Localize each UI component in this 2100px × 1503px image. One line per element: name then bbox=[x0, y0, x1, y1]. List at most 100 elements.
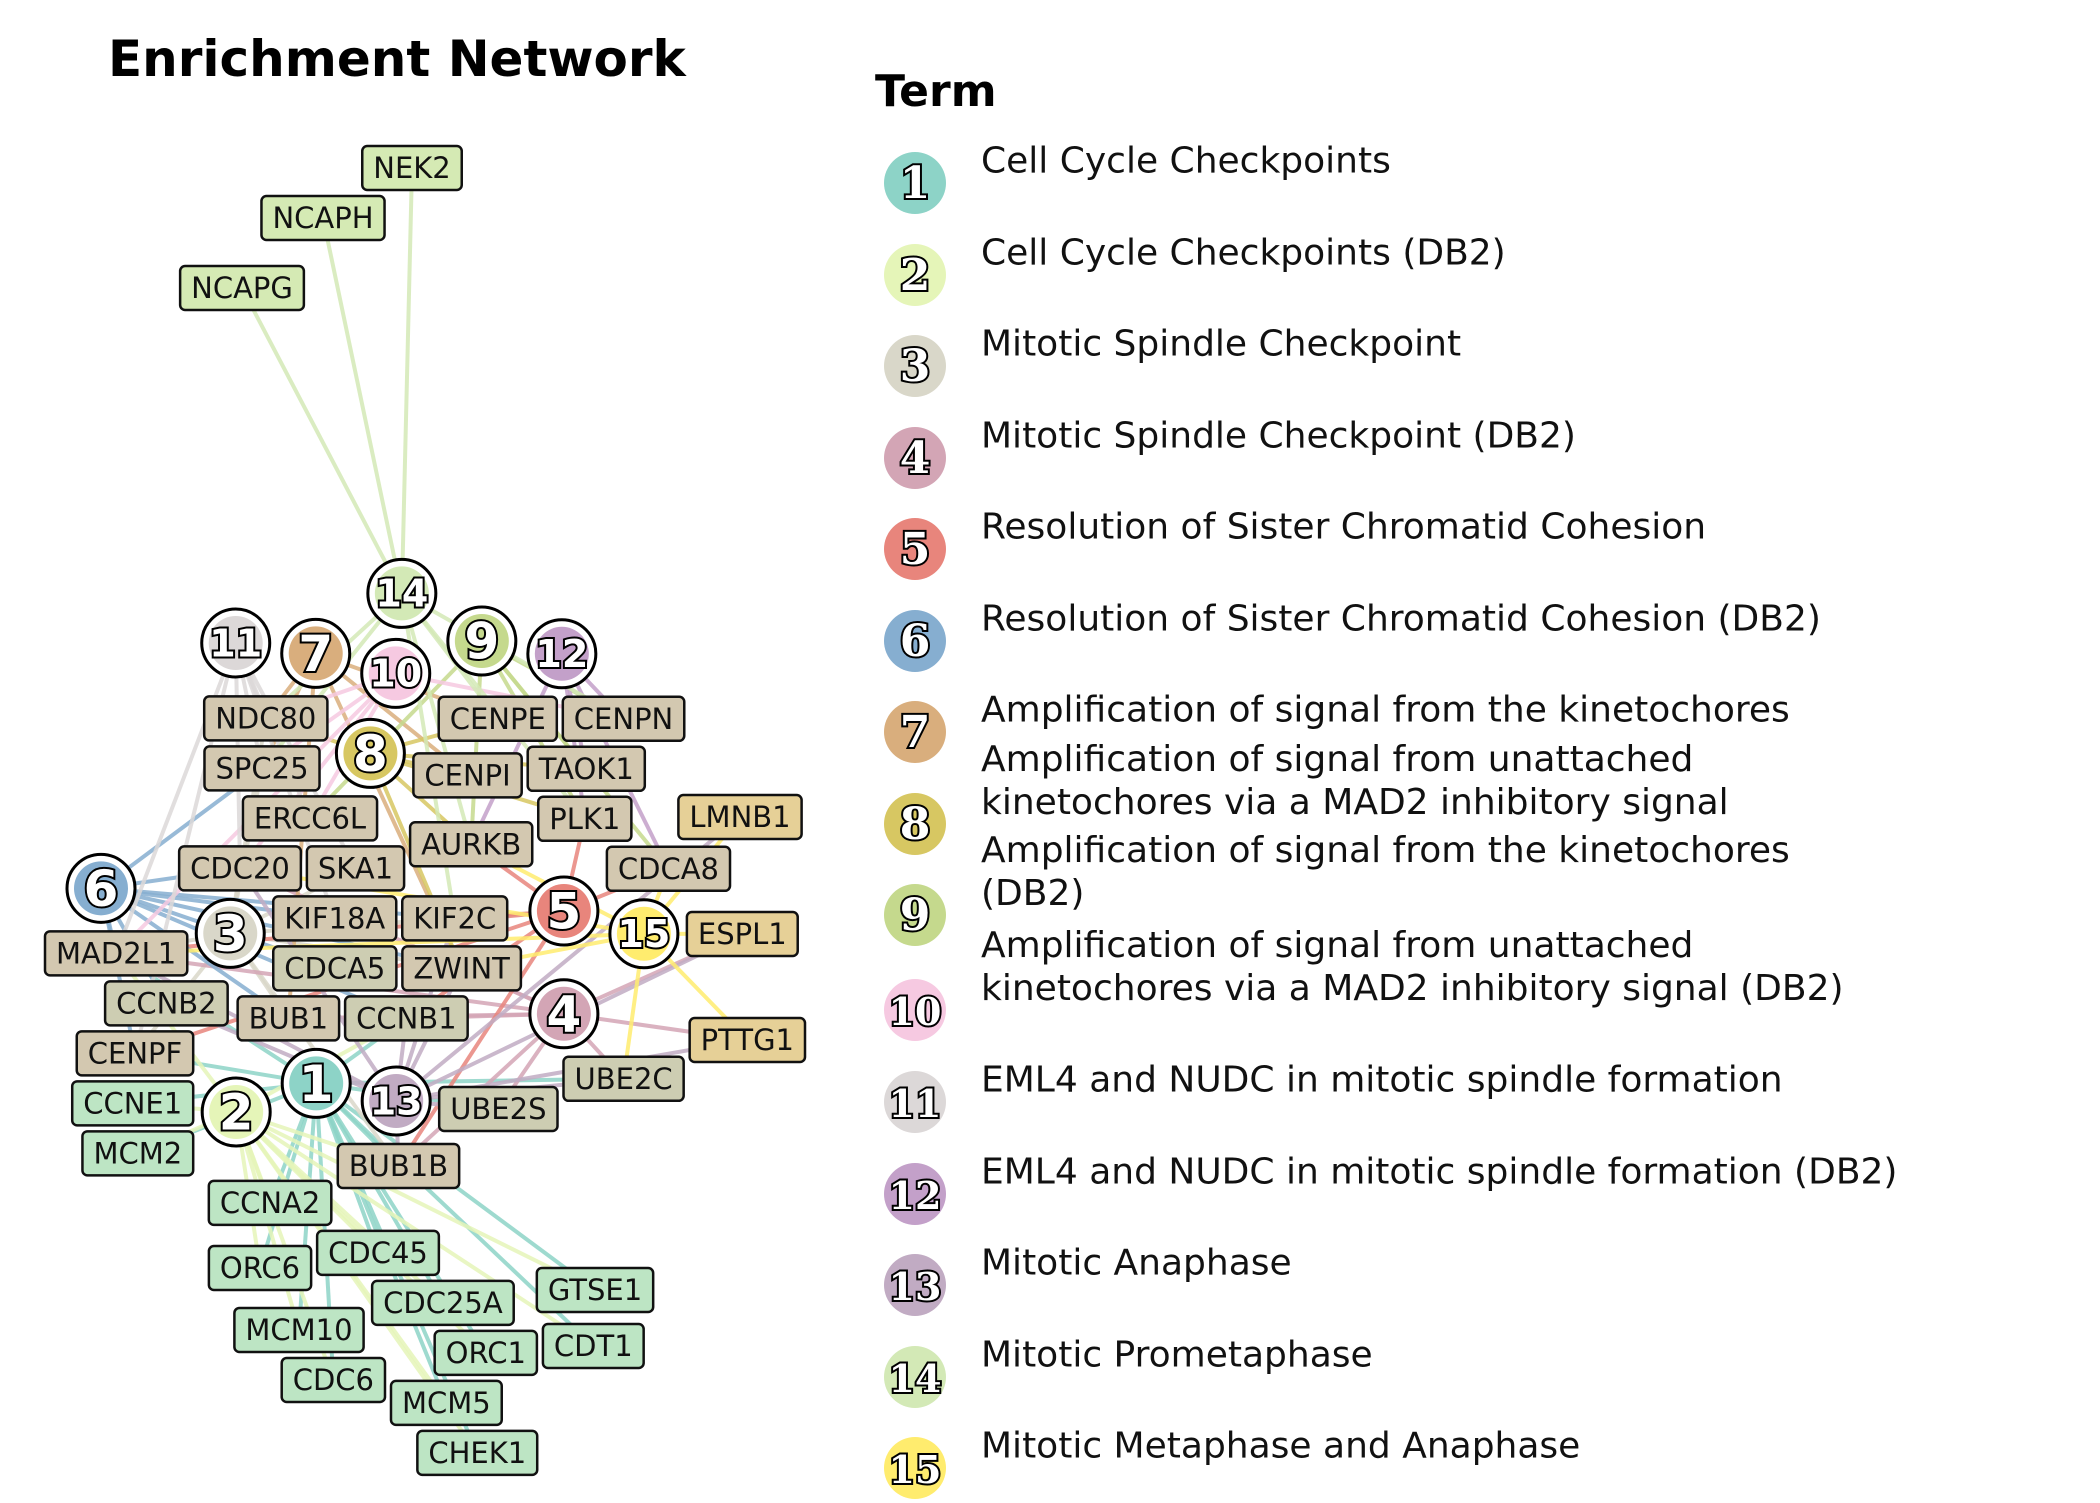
gene-label: CDCA8 bbox=[618, 852, 719, 886]
gene-node[interactable]: ERCC6L bbox=[243, 796, 377, 840]
gene-node[interactable]: NEK2 bbox=[362, 146, 461, 190]
legend-swatch: 10 bbox=[870, 975, 960, 1045]
gene-node[interactable]: LMNB1 bbox=[678, 795, 801, 839]
legend-swatch: 3 bbox=[870, 331, 960, 401]
gene-label: CDCA5 bbox=[284, 951, 385, 985]
gene-node[interactable]: BUB1 bbox=[238, 996, 339, 1040]
gene-node[interactable]: CENPF bbox=[77, 1031, 193, 1075]
gene-label: NDC80 bbox=[215, 701, 316, 735]
term-node-9[interactable]: 9 bbox=[448, 607, 516, 675]
term-node-8[interactable]: 8 bbox=[336, 719, 404, 787]
term-node-7[interactable]: 7 bbox=[282, 619, 350, 687]
legend-label: Amplification of signal from unattached … bbox=[981, 924, 2081, 1010]
legend-number: 14 bbox=[889, 1356, 942, 1401]
gene-node[interactable]: KIF2C bbox=[402, 896, 507, 940]
gene-node[interactable]: PTTG1 bbox=[690, 1018, 805, 1062]
legend-swatch: 15 bbox=[870, 1433, 960, 1503]
gene-label: NCAPG bbox=[191, 271, 293, 305]
term-node-3[interactable]: 3 bbox=[196, 899, 264, 967]
term-node-number: 5 bbox=[546, 883, 581, 941]
gene-label: CENPI bbox=[424, 758, 510, 792]
gene-label: UBE2S bbox=[450, 1092, 546, 1126]
legend-number: 15 bbox=[889, 1447, 942, 1492]
gene-node[interactable]: AURKB bbox=[410, 822, 532, 866]
gene-node[interactable]: CDC45 bbox=[317, 1231, 439, 1275]
gene-node[interactable]: KIF18A bbox=[273, 896, 396, 940]
gene-node[interactable]: PLK1 bbox=[538, 797, 631, 841]
legend-swatch: 11 bbox=[870, 1067, 960, 1137]
legend-number: 5 bbox=[900, 524, 931, 575]
gene-node[interactable]: CDC6 bbox=[282, 1358, 385, 1402]
gene-label: AURKB bbox=[421, 827, 521, 861]
gene-label: ORC6 bbox=[220, 1251, 300, 1285]
gene-node[interactable]: CCNA2 bbox=[209, 1181, 331, 1225]
legend-swatch: 2 bbox=[870, 240, 960, 310]
gene-node[interactable]: NCAPG bbox=[180, 266, 304, 310]
gene-label: CCNB1 bbox=[356, 1001, 457, 1035]
gene-node[interactable]: CCNB2 bbox=[105, 981, 228, 1025]
term-node-5[interactable]: 5 bbox=[530, 877, 598, 945]
gene-node[interactable]: UBE2C bbox=[564, 1057, 684, 1101]
legend-number: 8 bbox=[900, 799, 931, 850]
legend-label: Mitotic Metaphase and Anaphase bbox=[981, 1425, 2081, 1468]
gene-node[interactable]: MCM10 bbox=[234, 1308, 363, 1352]
term-node-12[interactable]: 12 bbox=[528, 620, 596, 688]
term-node-10[interactable]: 10 bbox=[362, 639, 430, 707]
gene-label: CDC20 bbox=[190, 851, 290, 885]
gene-label: UBE2C bbox=[575, 1062, 673, 1096]
gene-label: KIF2C bbox=[413, 901, 496, 935]
gene-node[interactable]: ORC1 bbox=[435, 1331, 537, 1375]
gene-label: ERCC6L bbox=[254, 801, 366, 835]
gene-node[interactable]: CHEK1 bbox=[417, 1431, 537, 1475]
gene-label: CCNB2 bbox=[116, 986, 217, 1020]
term-node-1[interactable]: 1 bbox=[282, 1049, 350, 1117]
term-node-number: 6 bbox=[84, 860, 119, 918]
gene-node[interactable]: SPC25 bbox=[204, 746, 319, 790]
gene-node[interactable]: CDCA5 bbox=[273, 946, 396, 990]
legend-number: 13 bbox=[889, 1264, 942, 1309]
term-node-11[interactable]: 11 bbox=[202, 609, 270, 677]
gene-node[interactable]: CDT1 bbox=[543, 1324, 644, 1368]
gene-label: CDC25A bbox=[383, 1286, 503, 1320]
term-node-6[interactable]: 6 bbox=[67, 854, 135, 922]
gene-node[interactable]: CDC25A bbox=[372, 1281, 514, 1325]
gene-node[interactable]: MCM5 bbox=[391, 1381, 502, 1425]
gene-node[interactable]: SKA1 bbox=[307, 846, 404, 890]
term-node-number: 11 bbox=[209, 621, 262, 665]
gene-node[interactable]: UBE2S bbox=[439, 1087, 557, 1131]
gene-node[interactable]: CENPE bbox=[439, 697, 557, 741]
term-node-15[interactable]: 15 bbox=[610, 900, 678, 968]
gene-node[interactable]: ORC6 bbox=[209, 1246, 311, 1290]
legend-label: Cell Cycle Checkpoints (DB2) bbox=[981, 232, 2081, 275]
legend-swatch: 7 bbox=[870, 697, 960, 767]
legend-label: Amplification of signal from the kinetoc… bbox=[981, 829, 2081, 915]
gene-node[interactable]: NDC80 bbox=[204, 696, 327, 740]
legend-swatch: 9 bbox=[870, 880, 960, 950]
gene-node[interactable]: ESPL1 bbox=[687, 912, 798, 956]
gene-node[interactable]: CCNB1 bbox=[345, 996, 468, 1040]
gene-label: CDC45 bbox=[328, 1236, 428, 1270]
term-node-number: 4 bbox=[546, 985, 581, 1043]
gene-node[interactable]: CENPI bbox=[413, 753, 521, 797]
gene-node[interactable]: ZWINT bbox=[402, 946, 521, 990]
term-node-2[interactable]: 2 bbox=[202, 1078, 270, 1146]
term-node-4[interactable]: 4 bbox=[530, 980, 598, 1048]
gene-node[interactable]: MAD2L1 bbox=[45, 931, 187, 975]
gene-node[interactable]: MCM2 bbox=[82, 1131, 193, 1175]
gene-node[interactable]: NCAPH bbox=[261, 196, 384, 240]
gene-label: MAD2L1 bbox=[56, 936, 176, 970]
gene-node[interactable]: GTSE1 bbox=[537, 1268, 653, 1312]
gene-label: TAOK1 bbox=[538, 752, 634, 786]
gene-node[interactable]: CDC20 bbox=[179, 846, 301, 890]
gene-node[interactable]: TAOK1 bbox=[528, 747, 645, 791]
gene-node[interactable]: BUB1B bbox=[338, 1144, 459, 1188]
legend-swatch: 12 bbox=[870, 1159, 960, 1229]
gene-node[interactable]: CENPN bbox=[563, 697, 684, 741]
legend-label: Mitotic Spindle Checkpoint (DB2) bbox=[981, 415, 2081, 458]
term-node-13[interactable]: 13 bbox=[362, 1067, 430, 1135]
gene-label: NEK2 bbox=[373, 151, 450, 185]
term-node-14[interactable]: 14 bbox=[368, 559, 436, 627]
legend-label: Resolution of Sister Chromatid Cohesion … bbox=[981, 598, 2081, 641]
gene-node[interactable]: CDCA8 bbox=[607, 847, 730, 891]
gene-node[interactable]: CCNE1 bbox=[72, 1081, 193, 1125]
